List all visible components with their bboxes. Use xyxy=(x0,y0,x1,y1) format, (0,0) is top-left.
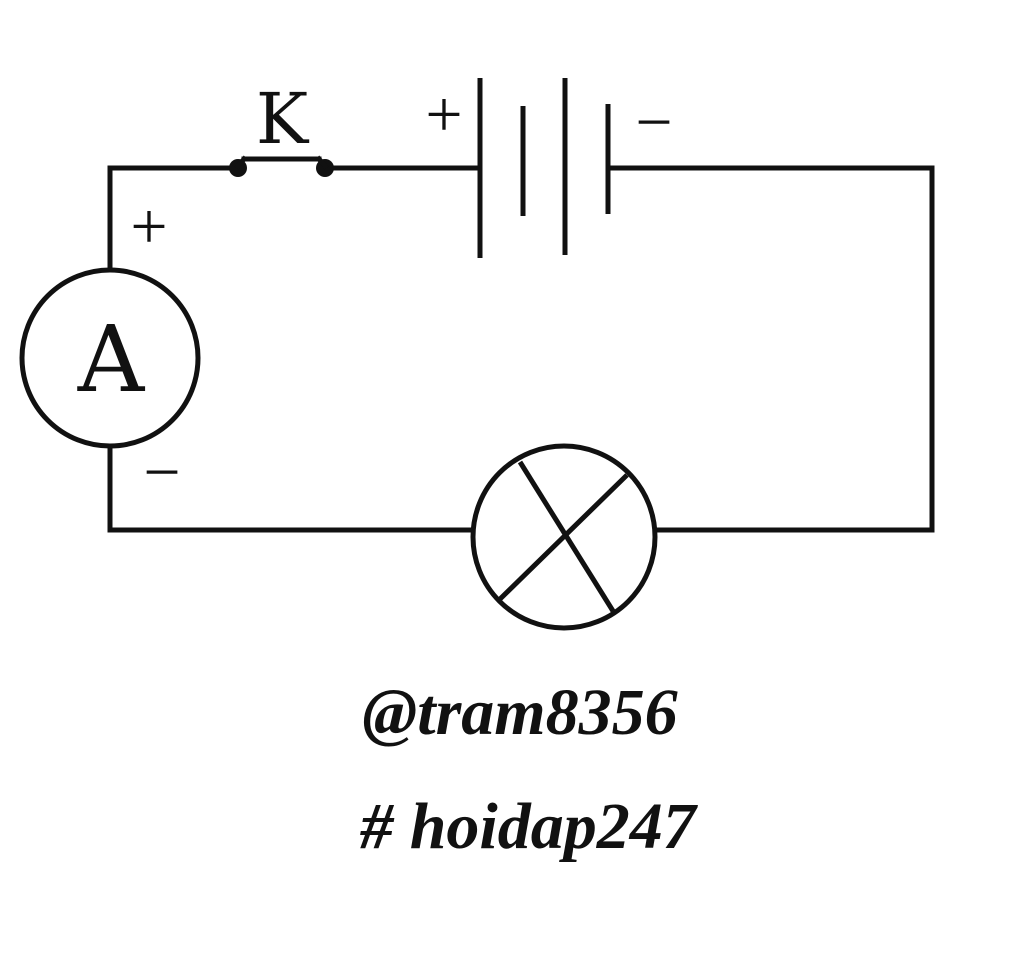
watermark-author: @tram8356 xyxy=(362,676,677,749)
switch-label: K xyxy=(256,78,310,160)
ammeter-symbol: A xyxy=(77,306,146,413)
ammeter-negative-sign: − xyxy=(143,436,180,509)
battery: + − xyxy=(425,78,673,258)
switch-blade-left-joint xyxy=(234,155,248,170)
ammeter: A + − xyxy=(19,190,201,509)
battery-negative-sign: − xyxy=(635,86,672,159)
ammeter-positive-sign: + xyxy=(130,190,167,263)
lamp-cross-icon xyxy=(470,443,658,631)
switch-blade-right-joint xyxy=(315,155,329,170)
battery-positive-sign: + xyxy=(425,78,462,151)
lamp-cross-line-2 xyxy=(496,473,629,603)
watermark-tag: # hoidap247 xyxy=(359,790,699,863)
ammeter-circle xyxy=(19,267,201,449)
circuit-wires xyxy=(107,165,935,533)
switch-k: K xyxy=(229,78,334,177)
